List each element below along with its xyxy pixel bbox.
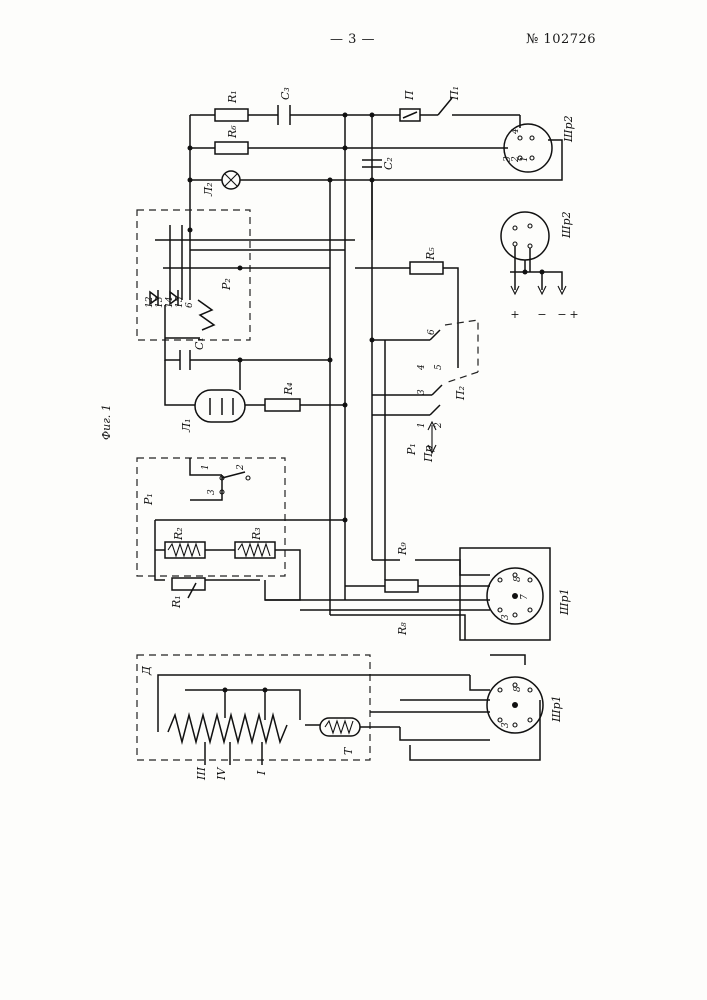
label-r1-var: R₁	[170, 595, 183, 609]
svg-text:6: 6	[427, 329, 437, 335]
svg-text:4: 4	[417, 364, 427, 371]
label-t: T	[342, 746, 355, 755]
svg-text:3: 3	[417, 389, 427, 395]
switch-p2-group	[355, 240, 478, 580]
svg-text:3: 3	[501, 722, 511, 728]
label-c2: C₂	[382, 157, 395, 170]
svg-text:14: 14	[165, 296, 175, 308]
label-r3: R₃	[250, 527, 263, 541]
svg-text:8: 8	[513, 686, 523, 692]
svg-text:2: 2	[236, 464, 246, 471]
label-shr2-side: Шр2	[560, 211, 573, 239]
svg-text:12: 12	[145, 296, 155, 308]
block-d	[137, 655, 470, 765]
label-i: I	[255, 770, 268, 776]
resistor-r6	[215, 142, 248, 154]
svg-text:+: +	[569, 308, 578, 321]
svg-text:−: −	[557, 308, 566, 321]
svg-text:4: 4	[511, 128, 521, 135]
label-r9: R₉	[396, 542, 409, 556]
label-p1-arrow: P₁	[405, 443, 418, 456]
heater-r3	[235, 542, 275, 558]
label-d: Д	[140, 665, 153, 676]
relay-coil-p2	[198, 300, 214, 330]
label-r6: R₆	[226, 125, 239, 139]
resistor-r5	[410, 262, 443, 274]
svg-text:3: 3	[503, 156, 513, 162]
svg-text:8: 8	[513, 576, 523, 582]
svg-text:3: 3	[207, 489, 217, 495]
label-shr1-mid: Шр1	[558, 588, 571, 616]
svg-text:−: −	[537, 308, 546, 321]
label-pr: Пр	[422, 445, 435, 463]
sensor-windings	[168, 715, 287, 742]
label-r2: R₂	[172, 527, 185, 541]
label-r8: R₈	[396, 622, 409, 636]
resistor-r8	[385, 580, 418, 592]
label-l1: Л₁	[180, 418, 193, 433]
svg-text:+: +	[510, 308, 519, 321]
label-l2: Л₂	[202, 182, 215, 197]
label-p2-switch: П₂	[454, 386, 467, 401]
connector-shr2-side	[501, 212, 566, 294]
relay-p1-block	[137, 458, 345, 600]
svg-text:15: 15	[175, 296, 185, 308]
svg-text:2: 2	[434, 422, 444, 429]
relay-p2-block	[137, 210, 355, 340]
polarity-signs: + − − +	[510, 308, 578, 321]
capacitor-c1	[165, 338, 333, 370]
heater-r2	[165, 542, 205, 558]
svg-text:7: 7	[520, 594, 530, 600]
svg-text:1: 1	[520, 156, 530, 162]
label-shr1-bot: Шр1	[550, 695, 563, 723]
connector-shr1-mid	[460, 548, 550, 640]
svg-text:5: 5	[434, 364, 444, 370]
label-r7: R₁	[226, 90, 239, 104]
variable-resistor-r1	[172, 578, 205, 590]
resistor-r7	[215, 109, 248, 121]
svg-text:13: 13	[155, 296, 165, 308]
label-iii: III	[195, 766, 208, 781]
label-r4: R₄	[282, 382, 295, 396]
svg-text:1: 1	[417, 422, 427, 428]
resistor-r4	[265, 399, 300, 411]
vacuum-tube-l1	[165, 360, 348, 422]
thermistor-t	[320, 718, 360, 736]
figure-caption: Фиг. 1	[100, 404, 113, 440]
label-p1-relay: P₁	[142, 493, 155, 506]
label-p: П	[403, 90, 416, 101]
top-wiring	[190, 98, 562, 615]
svg-text:1: 1	[201, 464, 211, 470]
pin-numbers: 6 4 5 3 1 2 1 2 3 12 13 14 15 6 4 2 1 3 …	[145, 128, 530, 728]
svg-text:3: 3	[501, 614, 511, 620]
label-shr2-top: Шр2	[562, 115, 575, 143]
label-r5: R₅	[424, 247, 437, 261]
label-p2-relay: P₂	[220, 278, 233, 291]
label-iv: IV	[215, 767, 228, 781]
label-c1: C₁	[193, 337, 206, 350]
svg-text:6: 6	[185, 302, 195, 308]
wiring-to-shr1-mid	[265, 518, 490, 641]
label-c3: C₃	[279, 87, 292, 100]
label-p1: П₁	[448, 86, 461, 101]
connector-shr1-bot	[487, 677, 543, 733]
